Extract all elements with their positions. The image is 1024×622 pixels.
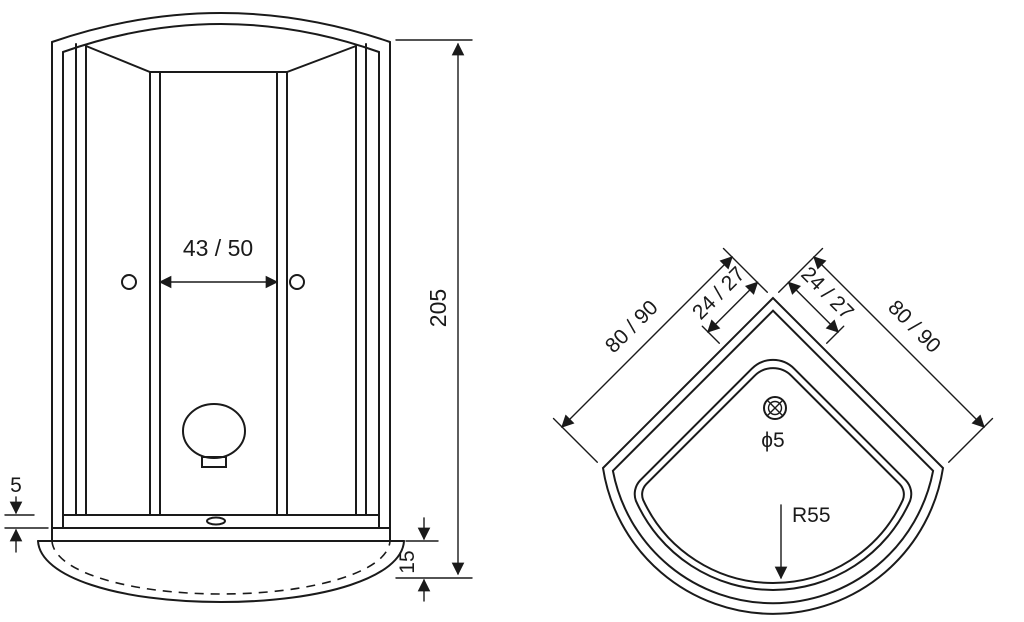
tray-front <box>37 514 405 604</box>
dim-corner-left-label: 24 / 27 <box>688 263 750 325</box>
cabin-top-arc <box>51 12 391 73</box>
dim-height: 205 <box>395 39 473 579</box>
dim-tray-height: 15 <box>396 517 439 602</box>
dim-drain-label: ϕ5 <box>761 429 784 452</box>
front-view: 43 / 50 205 15 5 <box>4 12 473 604</box>
door-handles <box>121 274 305 290</box>
dim-height-label: 205 <box>425 289 451 327</box>
drain-front <box>206 516 226 526</box>
dim-door-width-label: 43 / 50 <box>183 235 253 261</box>
dim-radius-label: R55 <box>792 504 831 527</box>
dim-rim: 5 <box>4 474 49 553</box>
top-view: ϕ5 80 / 90 80 / 90 24 / 27 24 / 27 <box>552 247 994 615</box>
shower-accessory <box>182 403 246 468</box>
dim-rim-label: 5 <box>10 474 22 497</box>
drain-top: ϕ5 <box>761 396 787 452</box>
dim-radius: R55 <box>774 504 831 580</box>
cabin-frame-lines <box>51 41 391 542</box>
dim-corner-left: 24 / 27 <box>688 263 759 344</box>
dim-door-width: 43 / 50 <box>158 235 279 289</box>
right-handle-icon <box>289 274 305 290</box>
dim-corner-right: 24 / 27 <box>787 263 858 344</box>
dim-side-left-label: 80 / 90 <box>601 296 663 358</box>
dim-tray-height-label: 15 <box>396 550 419 573</box>
dim-corner-right-label: 24 / 27 <box>796 263 858 325</box>
tray-outline <box>601 296 945 615</box>
tray-basin <box>633 359 913 591</box>
dim-side-right-label: 80 / 90 <box>883 296 945 358</box>
left-handle-icon <box>121 274 137 290</box>
